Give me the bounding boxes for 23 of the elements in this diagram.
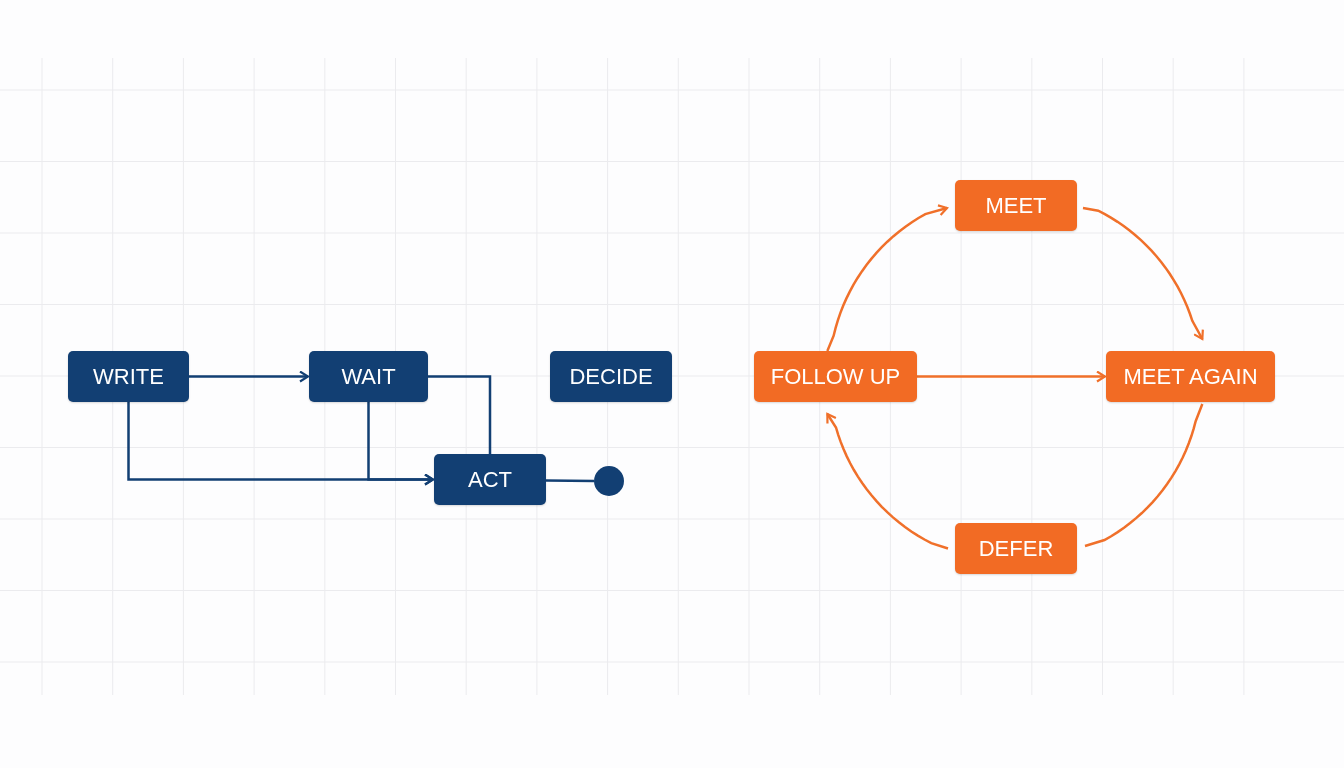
node-label: FOLLOW UP bbox=[770, 363, 901, 390]
process-box bbox=[955, 523, 1077, 574]
node-label: WAIT bbox=[341, 363, 396, 390]
node-label: MEET bbox=[985, 192, 1047, 219]
node-label: WRITE bbox=[93, 363, 164, 390]
connector-arrow bbox=[826, 204, 949, 352]
connector-arrow bbox=[367, 402, 435, 486]
process-box bbox=[434, 454, 546, 505]
process-box bbox=[550, 351, 672, 402]
node-label: MEET AGAIN bbox=[1123, 363, 1258, 390]
process-box bbox=[68, 351, 189, 402]
node-label: DEFER bbox=[978, 535, 1054, 562]
process-box bbox=[1106, 351, 1275, 402]
process-box bbox=[955, 180, 1077, 231]
process-box bbox=[309, 351, 428, 402]
connector-arrow bbox=[1082, 206, 1204, 341]
connector-arrow bbox=[189, 370, 310, 383]
process-box bbox=[754, 351, 917, 402]
connector-arrow bbox=[917, 370, 1107, 383]
node-label: DECIDE bbox=[569, 363, 653, 390]
connector-arrow bbox=[826, 412, 949, 550]
end-dot bbox=[594, 466, 624, 496]
node-label: ACT bbox=[468, 466, 512, 493]
